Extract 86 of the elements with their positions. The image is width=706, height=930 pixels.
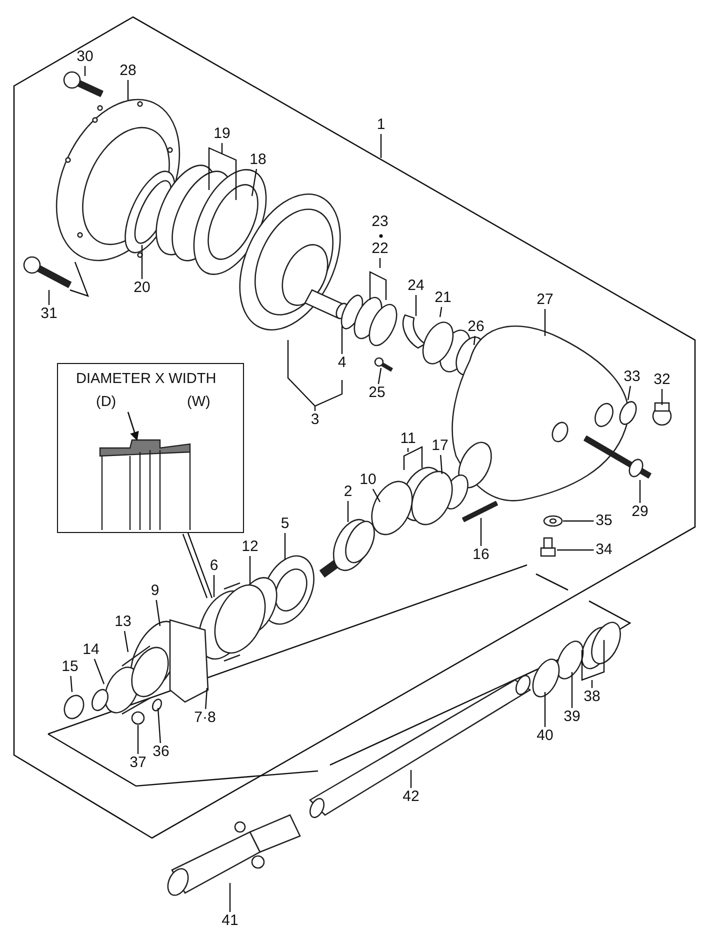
leader-line	[70, 676, 73, 692]
leader-line	[380, 134, 382, 158]
callout-number: 28	[118, 63, 138, 79]
callout-number: 5	[280, 516, 290, 532]
callout-number: 30	[76, 49, 94, 65]
callout-number: 25	[368, 385, 386, 401]
callout-number: 26	[466, 319, 486, 335]
inset-heading: DIAMETER X WIDTH	[76, 371, 216, 387]
leader-line	[557, 549, 594, 551]
callout-number: 19	[212, 126, 232, 142]
callout-number: 32	[652, 372, 672, 388]
callout-number: 14	[82, 642, 100, 658]
callout-number: 9	[150, 583, 160, 599]
callout-number: 39	[562, 709, 582, 725]
callout-number: 31	[40, 306, 58, 322]
leader-line	[378, 368, 382, 384]
callout-number: 21	[434, 290, 452, 306]
callout-number: 23	[370, 214, 390, 230]
leader-line	[94, 658, 105, 684]
dimension-label: (W)	[187, 394, 210, 410]
leader-line	[156, 600, 161, 626]
callout-number: 12	[240, 539, 260, 555]
leader-line	[251, 168, 258, 196]
callout-number: 40	[536, 728, 554, 744]
leader-line	[639, 480, 641, 503]
leader-line	[205, 688, 208, 710]
callout-number: 42	[402, 789, 420, 805]
callout-number: 35	[594, 513, 614, 529]
callout-number: 29	[630, 504, 650, 520]
callout-number: 3	[310, 412, 320, 428]
callout-number: 36	[152, 744, 170, 760]
leader-line	[284, 533, 286, 560]
callout-number: 16	[472, 547, 490, 563]
leader-line	[341, 326, 343, 354]
callout-number: 2	[342, 484, 354, 500]
leader-line	[661, 389, 663, 405]
leader-line	[627, 386, 631, 400]
leader-line	[544, 309, 546, 336]
leader-line	[372, 488, 381, 502]
leader-line	[473, 336, 476, 346]
leader-line	[369, 257, 387, 301]
leader-line	[480, 518, 482, 546]
callout-number: 20	[132, 280, 152, 296]
leader-line	[581, 639, 605, 689]
leader-line	[415, 295, 417, 316]
callout-number: 17	[430, 438, 450, 454]
leader-line	[403, 446, 423, 471]
callout-number: 4	[336, 355, 348, 371]
leader-line	[157, 708, 161, 744]
leader-line	[48, 290, 50, 305]
leader-line	[208, 142, 237, 201]
callout-number: 37	[128, 755, 148, 771]
leader-line	[440, 454, 443, 474]
callout-number: 7·8	[193, 710, 217, 726]
leader-line	[137, 725, 139, 754]
callout-number: 33	[622, 369, 642, 385]
leader-line	[229, 883, 231, 912]
callout-number: 41	[220, 913, 240, 929]
leader-line	[563, 520, 594, 522]
callout-number: 11	[399, 431, 417, 447]
callout-number: 22	[370, 241, 390, 257]
leader-line	[127, 80, 129, 100]
callout-number: 27	[536, 292, 554, 308]
leader-line	[141, 245, 143, 279]
leader-line	[249, 556, 251, 584]
leader-line	[287, 339, 343, 412]
leader-line	[410, 770, 412, 788]
inset-panel	[57, 363, 244, 533]
callout-number: 38	[582, 689, 602, 705]
callout-number: 1	[376, 117, 386, 133]
leader-line	[439, 306, 442, 318]
leader-line	[182, 532, 213, 599]
leader-line	[84, 66, 86, 76]
callout-number: 15	[60, 659, 80, 675]
leader-line	[347, 501, 349, 522]
callout-number: 18	[248, 152, 268, 168]
leader-line	[213, 575, 215, 597]
callout-number: 34	[594, 542, 614, 558]
dimension-label: (D)	[96, 394, 116, 410]
leader-line	[544, 692, 546, 727]
leader-line	[124, 630, 129, 652]
callout-number: 13	[114, 614, 132, 630]
callout-number: 6	[208, 558, 220, 574]
callout-number: 24	[406, 278, 426, 294]
leader-line	[571, 672, 573, 708]
callout-number: 10	[358, 472, 378, 488]
